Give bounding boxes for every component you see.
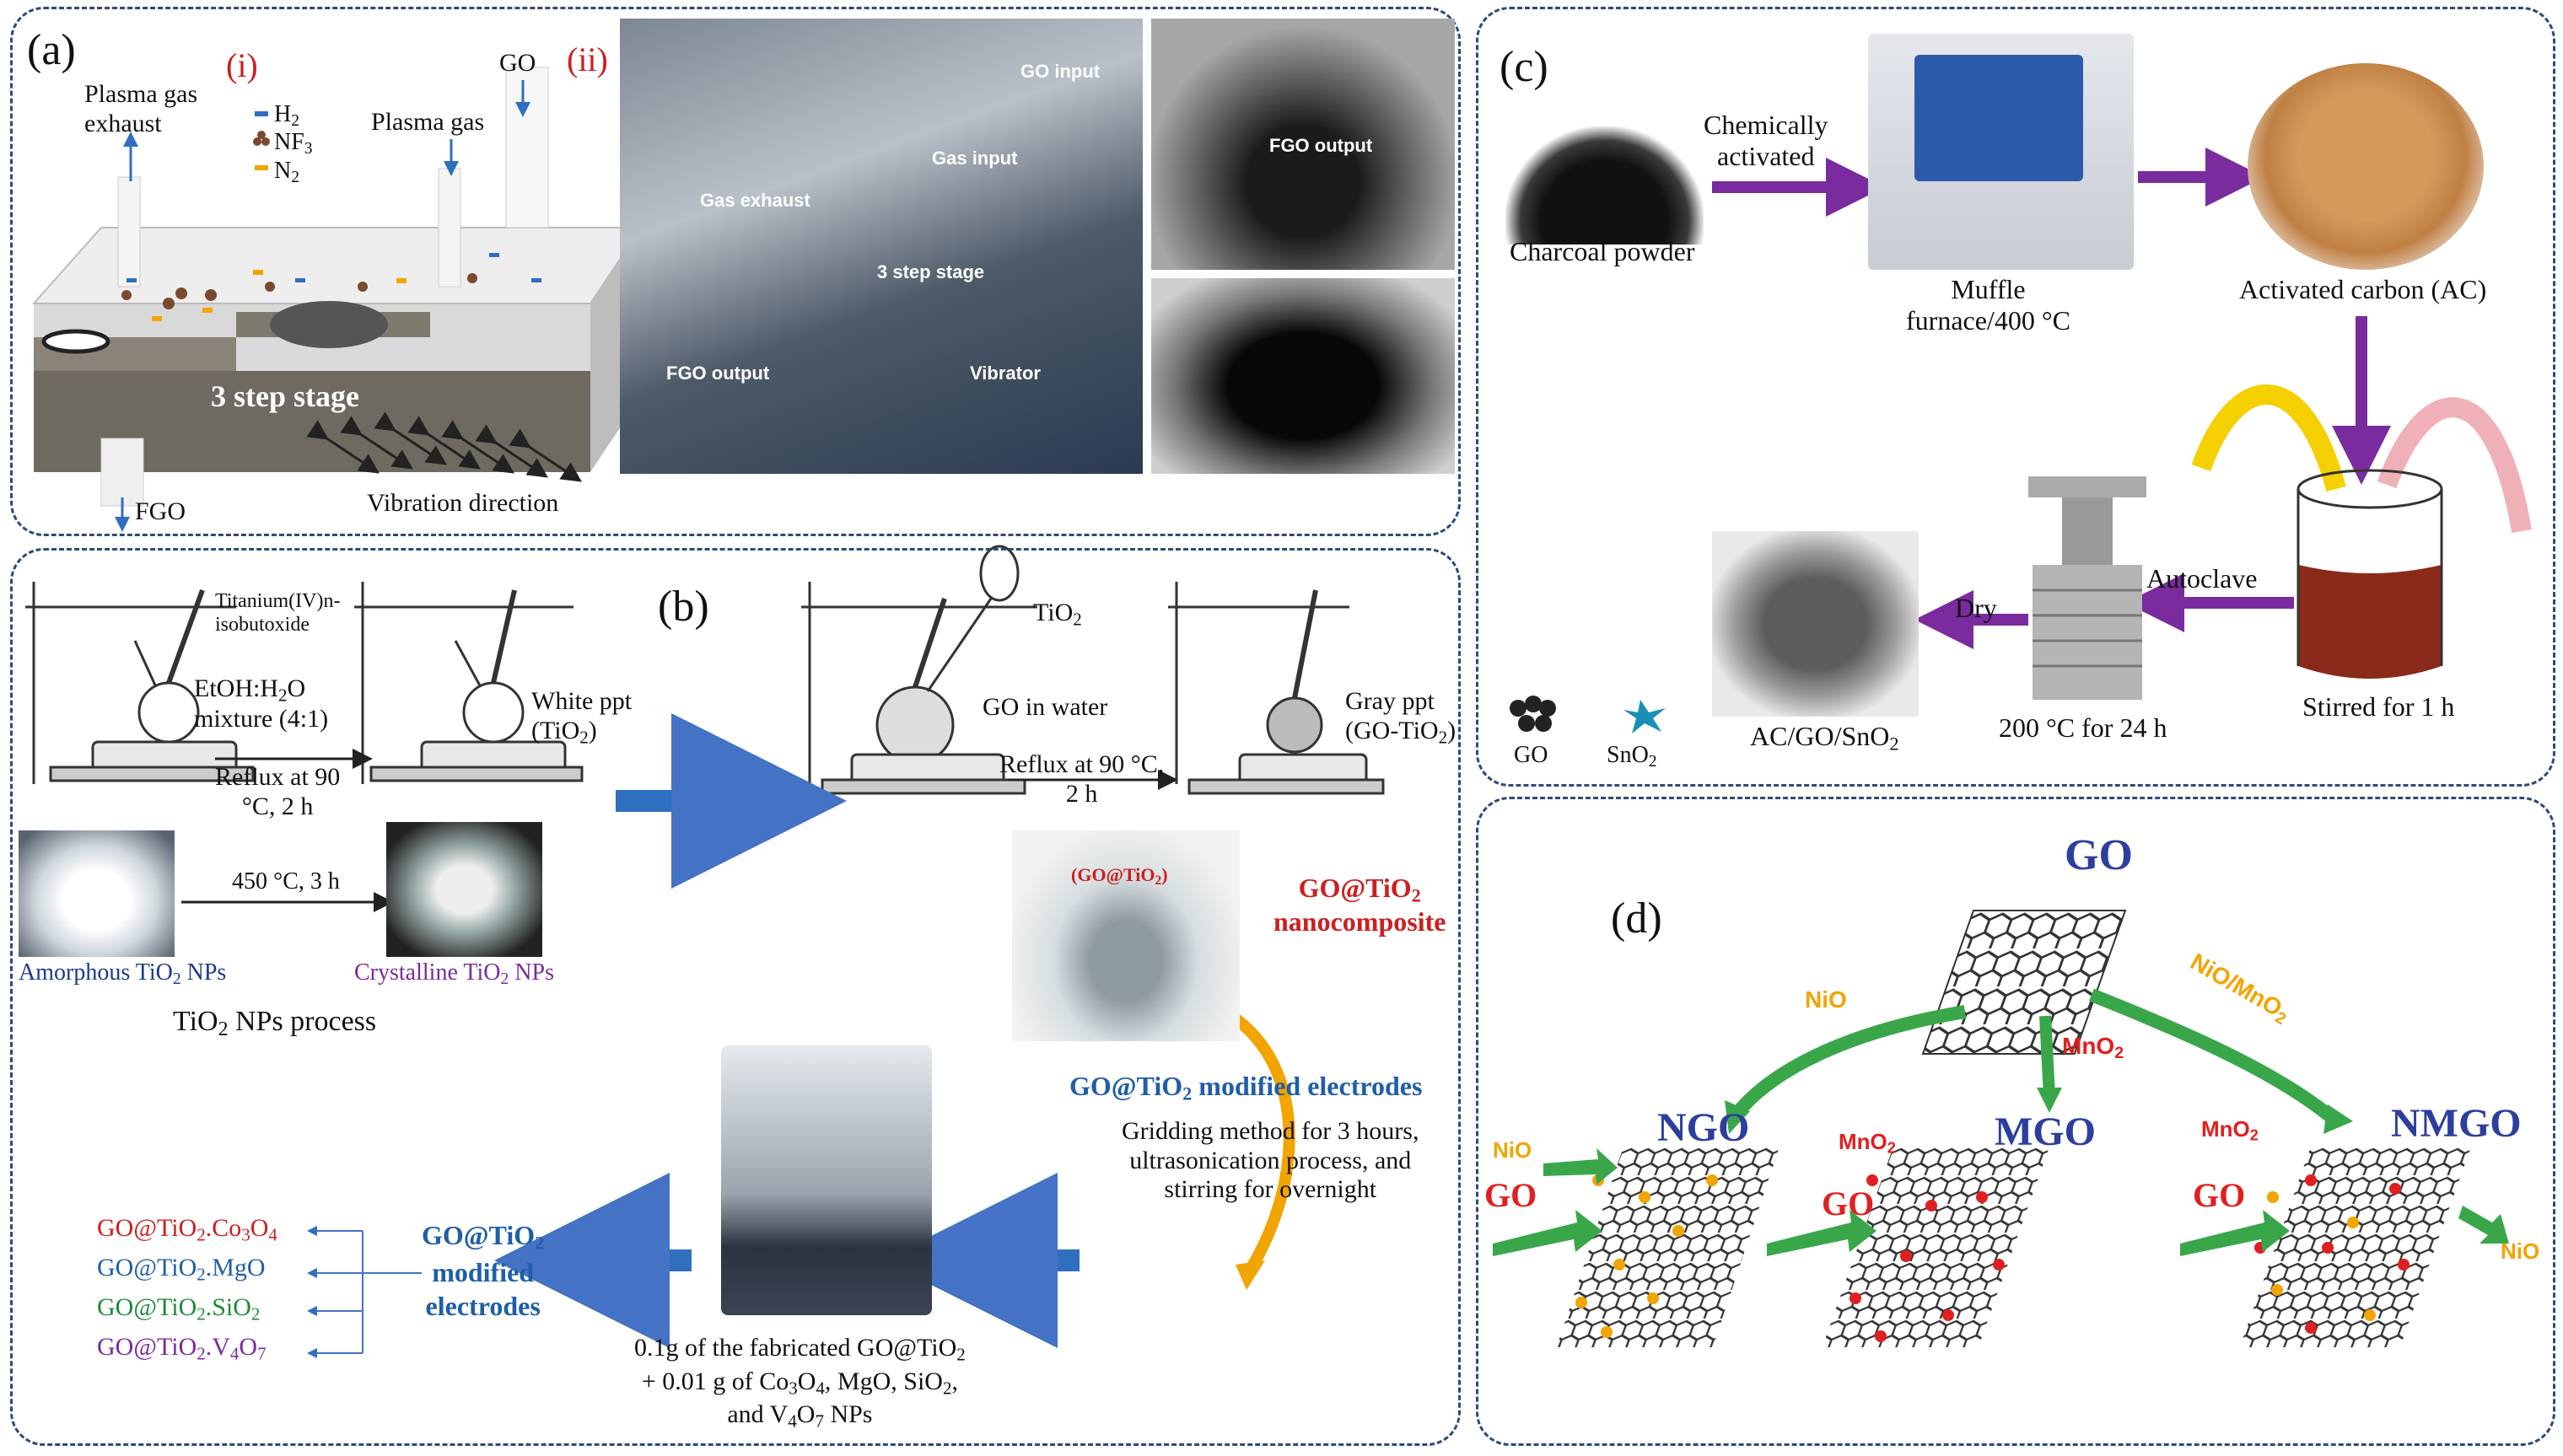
photo-chamber (1151, 19, 1455, 270)
vibration-label: Vibration direction (367, 489, 559, 517)
mno2-label-3: MnO2 (2201, 1116, 2259, 1144)
go-water-label: GO in water (983, 693, 1108, 721)
activated-carbon-label: Activated carbon (AC) (2239, 274, 2487, 304)
charcoal-label: Charcoal powder (1510, 236, 1695, 266)
crystalline-label: Crystalline TiO2 NPs (354, 959, 554, 988)
stage-label: 3 step stage (211, 379, 359, 413)
apparatus-2 (354, 582, 584, 784)
photo-fgo-powder (1151, 278, 1455, 474)
go-input-label: GO (499, 49, 536, 77)
panel-c (1476, 7, 2555, 787)
photo-charcoal (1505, 126, 1704, 244)
vibration-arrows (306, 411, 582, 482)
photo-go-input-label: GO input (1020, 61, 1101, 82)
process-label: TiO2 NPs process (173, 1006, 377, 1040)
autoclave-label: Autoclave (2146, 563, 2258, 594)
go-label-2: GO (1822, 1185, 1875, 1222)
ngo-label: NGO (1657, 1105, 1750, 1150)
photo-amorphous (19, 830, 175, 957)
legend-h2: H2 (274, 101, 300, 130)
mno2-label-2: MnO2 (1839, 1129, 1896, 1157)
modified-electrodes-title: GO@TiO2 modified electrodes (1069, 1071, 1423, 1104)
sub-i-label: (i) (226, 46, 258, 84)
legend-sno2-label: SnO2 (1607, 742, 1657, 771)
calcination-label: 450 °C, 3 h (232, 868, 340, 895)
panel-c-label: (c) (1500, 43, 1548, 91)
panel-b (10, 548, 1461, 1446)
reflux2-label: Reflux at 90 °C, 2 h (999, 750, 1165, 808)
photo-crystalline (386, 822, 542, 957)
go-top-label: GO (2065, 831, 2133, 879)
apparatus-4 (1168, 582, 1385, 795)
fabrication-text: 0.1g of the fabricated GO@TiO2+ 0.01 g o… (634, 1334, 966, 1432)
white-ppt-label: White ppt (TiO2) (531, 687, 633, 747)
panel-d-label: (d) (1611, 895, 1662, 943)
fgo-label: FGO (135, 497, 186, 525)
photo-apparatus (620, 19, 1143, 474)
legend-sno2-star (1623, 700, 1666, 733)
nio-label-3: NiO (2501, 1238, 2540, 1264)
bracket-lines (307, 1226, 422, 1358)
legend-go-label: GO (1514, 742, 1548, 768)
product-item: GO@TiO2.Co3O4 (97, 1214, 277, 1245)
stirred-label: Stirred for 1 h (2302, 691, 2455, 722)
panel-b-label: (b) (658, 583, 709, 631)
apparatus-1 (25, 582, 255, 784)
product-item: GO@TiO2.V4O7 (97, 1333, 267, 1364)
nio-arrow-label: NiO (1805, 986, 1847, 1013)
dry-label: Dry (1955, 593, 1997, 623)
legend-markers (253, 111, 270, 170)
panel-a-label: (a) (27, 26, 76, 74)
amorphous-label: Amorphous TiO2 NPs (19, 959, 227, 988)
go-label-1: GO (1484, 1176, 1537, 1214)
photo-gas-exhaust-label: Gas exhaust (700, 190, 810, 211)
autoclave (2028, 476, 2146, 700)
nio-label-1: NiO (1493, 1137, 1532, 1163)
tio2-add-label: TiO2 (1033, 599, 1082, 630)
photo-gas-input-label: Gas input (932, 148, 1018, 169)
nmgo-label: NMGO (2391, 1101, 2522, 1146)
legend-go-particles (1510, 696, 1556, 732)
legend-nf3: NF3 (274, 129, 313, 158)
plasma-gas-label: Plasma gas (371, 108, 485, 136)
go-insertion-arrows (1493, 1148, 2509, 1256)
gray-ppt-label: Gray ppt (GO-TiO2) (1345, 687, 1456, 747)
etoh-label: EtOH:H2O mixture (4:1) (194, 674, 329, 733)
muffle-label: Muffle furnace/400 °C (1906, 274, 2070, 336)
dish-label: (GO@TiO2) (1071, 864, 1168, 888)
sub-ii-label: (ii) (567, 40, 608, 78)
autoclave-temp-label: 200 °C for 24 h (1999, 712, 2167, 743)
photo-muffle-furnace (1868, 34, 2134, 270)
go-label-3: GO (2193, 1176, 2246, 1214)
apparatus-3 (801, 545, 1037, 795)
vessel (2296, 469, 2443, 679)
photo-fgo-output-label: FGO output (666, 363, 770, 384)
photo-stage-label: 3 step stage (877, 261, 985, 282)
chem-activated-label: Chemically activated (1704, 110, 1828, 171)
panel-a (10, 7, 1461, 536)
legend-n2: N2 (274, 158, 300, 186)
photo-stirrer (721, 1045, 932, 1315)
product-item: GO@TiO2.MgO (97, 1254, 266, 1285)
photo-vibrator-label: Vibrator (970, 363, 1041, 384)
photo-activated-carbon (2248, 63, 2484, 270)
mgo-label: MGO (1995, 1109, 2096, 1154)
mno2-arrow-label: MnO2 (2062, 1033, 2124, 1062)
product-item: GO@TiO2.SiO2 (97, 1293, 261, 1324)
product-label: AC/GO/SnO2 (1750, 721, 1899, 755)
photo-product (1712, 531, 1919, 717)
photo-fgo-output2-label: FGO output (1269, 135, 1373, 156)
method-text: Gridding method for 3 hours, ultrasonica… (1122, 1117, 1419, 1203)
exhaust-label: Plasma gas exhaust (84, 80, 198, 137)
panel-d (1476, 797, 2555, 1446)
precursor-label: Titanium(IV)n- isobutoxide (215, 590, 341, 636)
photo-nanocomposite (1012, 830, 1240, 1041)
reflux1-label: Reflux at 90 °C, 2 h (215, 763, 341, 820)
